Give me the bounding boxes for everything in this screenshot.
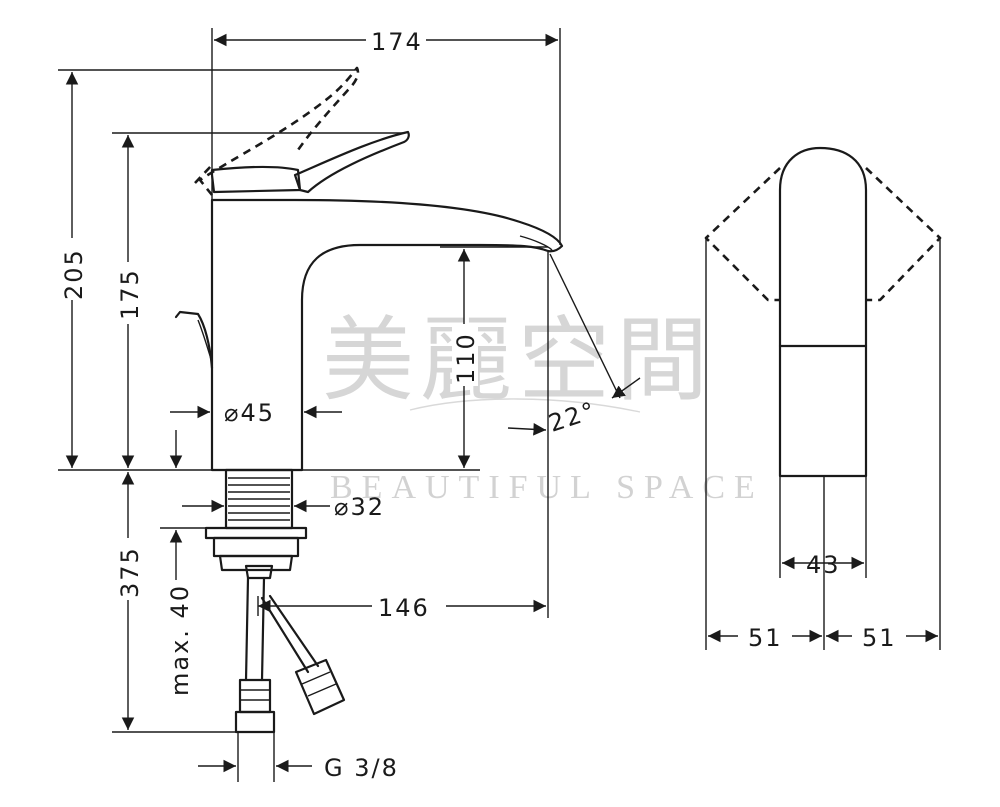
dim-spout-reach: 146 — [378, 594, 430, 622]
dim-max-thickness: max. 40 — [166, 584, 194, 696]
watermark-chinese: 美麗空間 — [322, 307, 714, 414]
watermark: 美麗空間 BEAUTIFUL SPACE — [322, 307, 764, 506]
watermark-english: BEAUTIFUL SPACE — [330, 469, 764, 506]
dim-spout-height: 110 — [452, 332, 480, 384]
dim-height-body: 175 — [116, 268, 144, 320]
dim-handle-left: 51 — [748, 624, 783, 652]
dim-below-counter: 375 — [116, 546, 144, 598]
dim-connection: G 3/8 — [324, 754, 399, 782]
dim-handle-right: 51 — [862, 624, 897, 652]
faucet-side-view — [704, 146, 942, 478]
dim-body-diameter: ⌀45 — [224, 399, 275, 427]
dimension-lines — [58, 28, 941, 782]
thread-lines — [228, 477, 290, 521]
dim-thread-diameter: ⌀32 — [334, 493, 385, 521]
dim-height-total: 205 — [60, 248, 88, 300]
dim-side-width: 43 — [806, 551, 841, 579]
dim-width-overall: 174 — [371, 28, 423, 56]
dimension-labels: 174 205 175 110 375 max. 40 ⌀45 ⌀32 146 … — [60, 26, 906, 782]
